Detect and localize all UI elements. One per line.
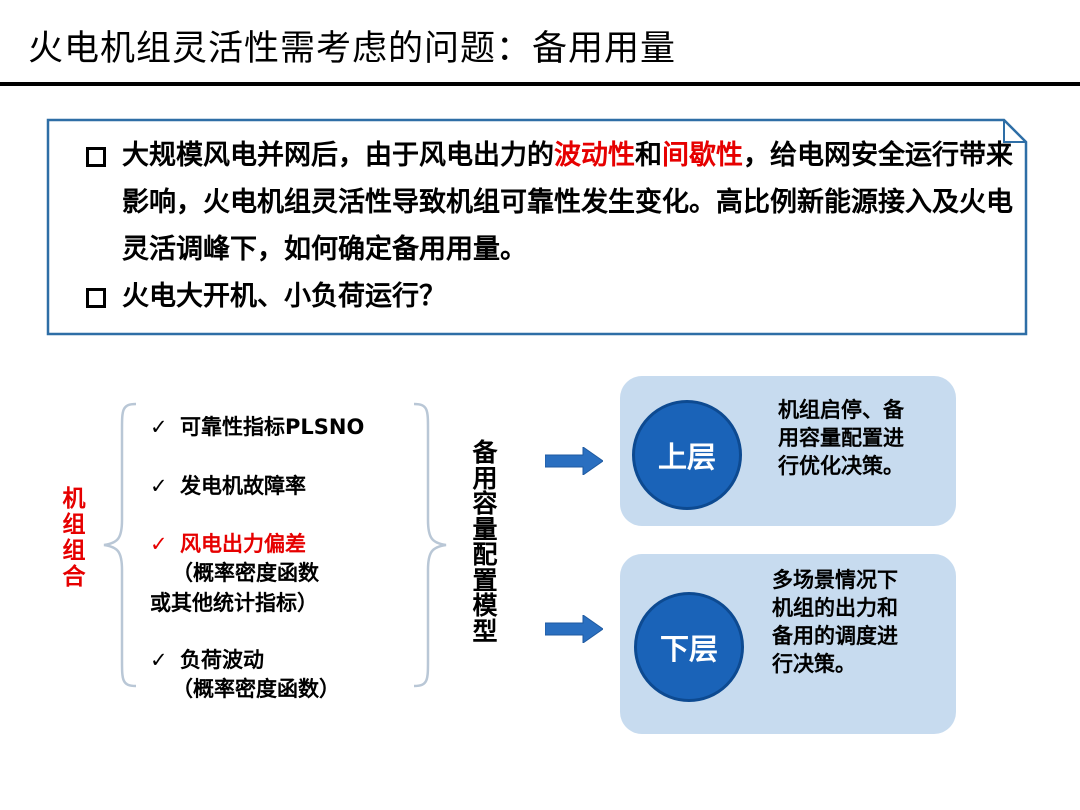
bullet-2: 火电大开机、小负荷运行？ <box>84 273 1014 320</box>
list-item-wind-deviation-sub1: （概率密度函数 <box>172 561 319 585</box>
lower-layer-circle: 下层 <box>634 592 744 702</box>
check-icon: ✓ <box>150 474 168 498</box>
check-icon: ✓ <box>150 648 168 672</box>
check-icon: ✓ <box>150 532 168 556</box>
arrow-right-icon <box>545 447 603 475</box>
square-bullet-icon <box>86 147 106 167</box>
right-brace-icon <box>413 402 447 688</box>
square-bullet-icon <box>86 288 106 308</box>
highlight-volatility: 波动性 <box>554 140 635 171</box>
list-item-wind-deviation-sub2: 或其他统计指标） <box>150 591 318 615</box>
list-item-failure-rate: ✓发电机故障率 <box>150 474 306 498</box>
list-item-wind-deviation: ✓风电出力偏差 <box>150 532 306 556</box>
list-item-load-fluctuation-sub: （概率密度函数） <box>172 677 340 701</box>
highlight-intermittency: 间歇性 <box>662 140 743 171</box>
upper-layer-circle: 上层 <box>632 400 742 510</box>
list-item-reliability: ✓可靠性指标PLSNO <box>150 415 365 439</box>
unit-commitment-label: 机组组合 <box>62 486 86 590</box>
left-brace-icon <box>103 402 137 688</box>
bullet-1: 大规模风电并网后，由于风电出力的波动性和间歇性，给电网安全运行带来影响，火电机组… <box>84 132 1014 273</box>
reserve-model-label: 备用容量配置模型 <box>472 438 498 646</box>
page-title: 火电机组灵活性需考虑的问题：备用用量 <box>28 29 677 69</box>
lower-layer-panel: 下层 多场景情况下机组的出力和备用的调度进行决策。 <box>620 554 956 734</box>
upper-layer-text: 机组启停、备用容量配置进行优化决策。 <box>778 398 904 478</box>
title-underline <box>0 82 1080 86</box>
upper-layer-panel: 上层 机组启停、备用容量配置进行优化决策。 <box>620 376 956 526</box>
callout-box <box>46 118 1028 336</box>
list-item-load-fluctuation: ✓负荷波动 <box>150 648 264 672</box>
lower-layer-text: 多场景情况下机组的出力和备用的调度进行决策。 <box>772 568 898 676</box>
check-icon: ✓ <box>150 415 168 439</box>
callout-bullets: 大规模风电并网后，由于风电出力的波动性和间歇性，给电网安全运行带来影响，火电机组… <box>84 132 1014 320</box>
arrow-right-icon <box>545 615 603 643</box>
